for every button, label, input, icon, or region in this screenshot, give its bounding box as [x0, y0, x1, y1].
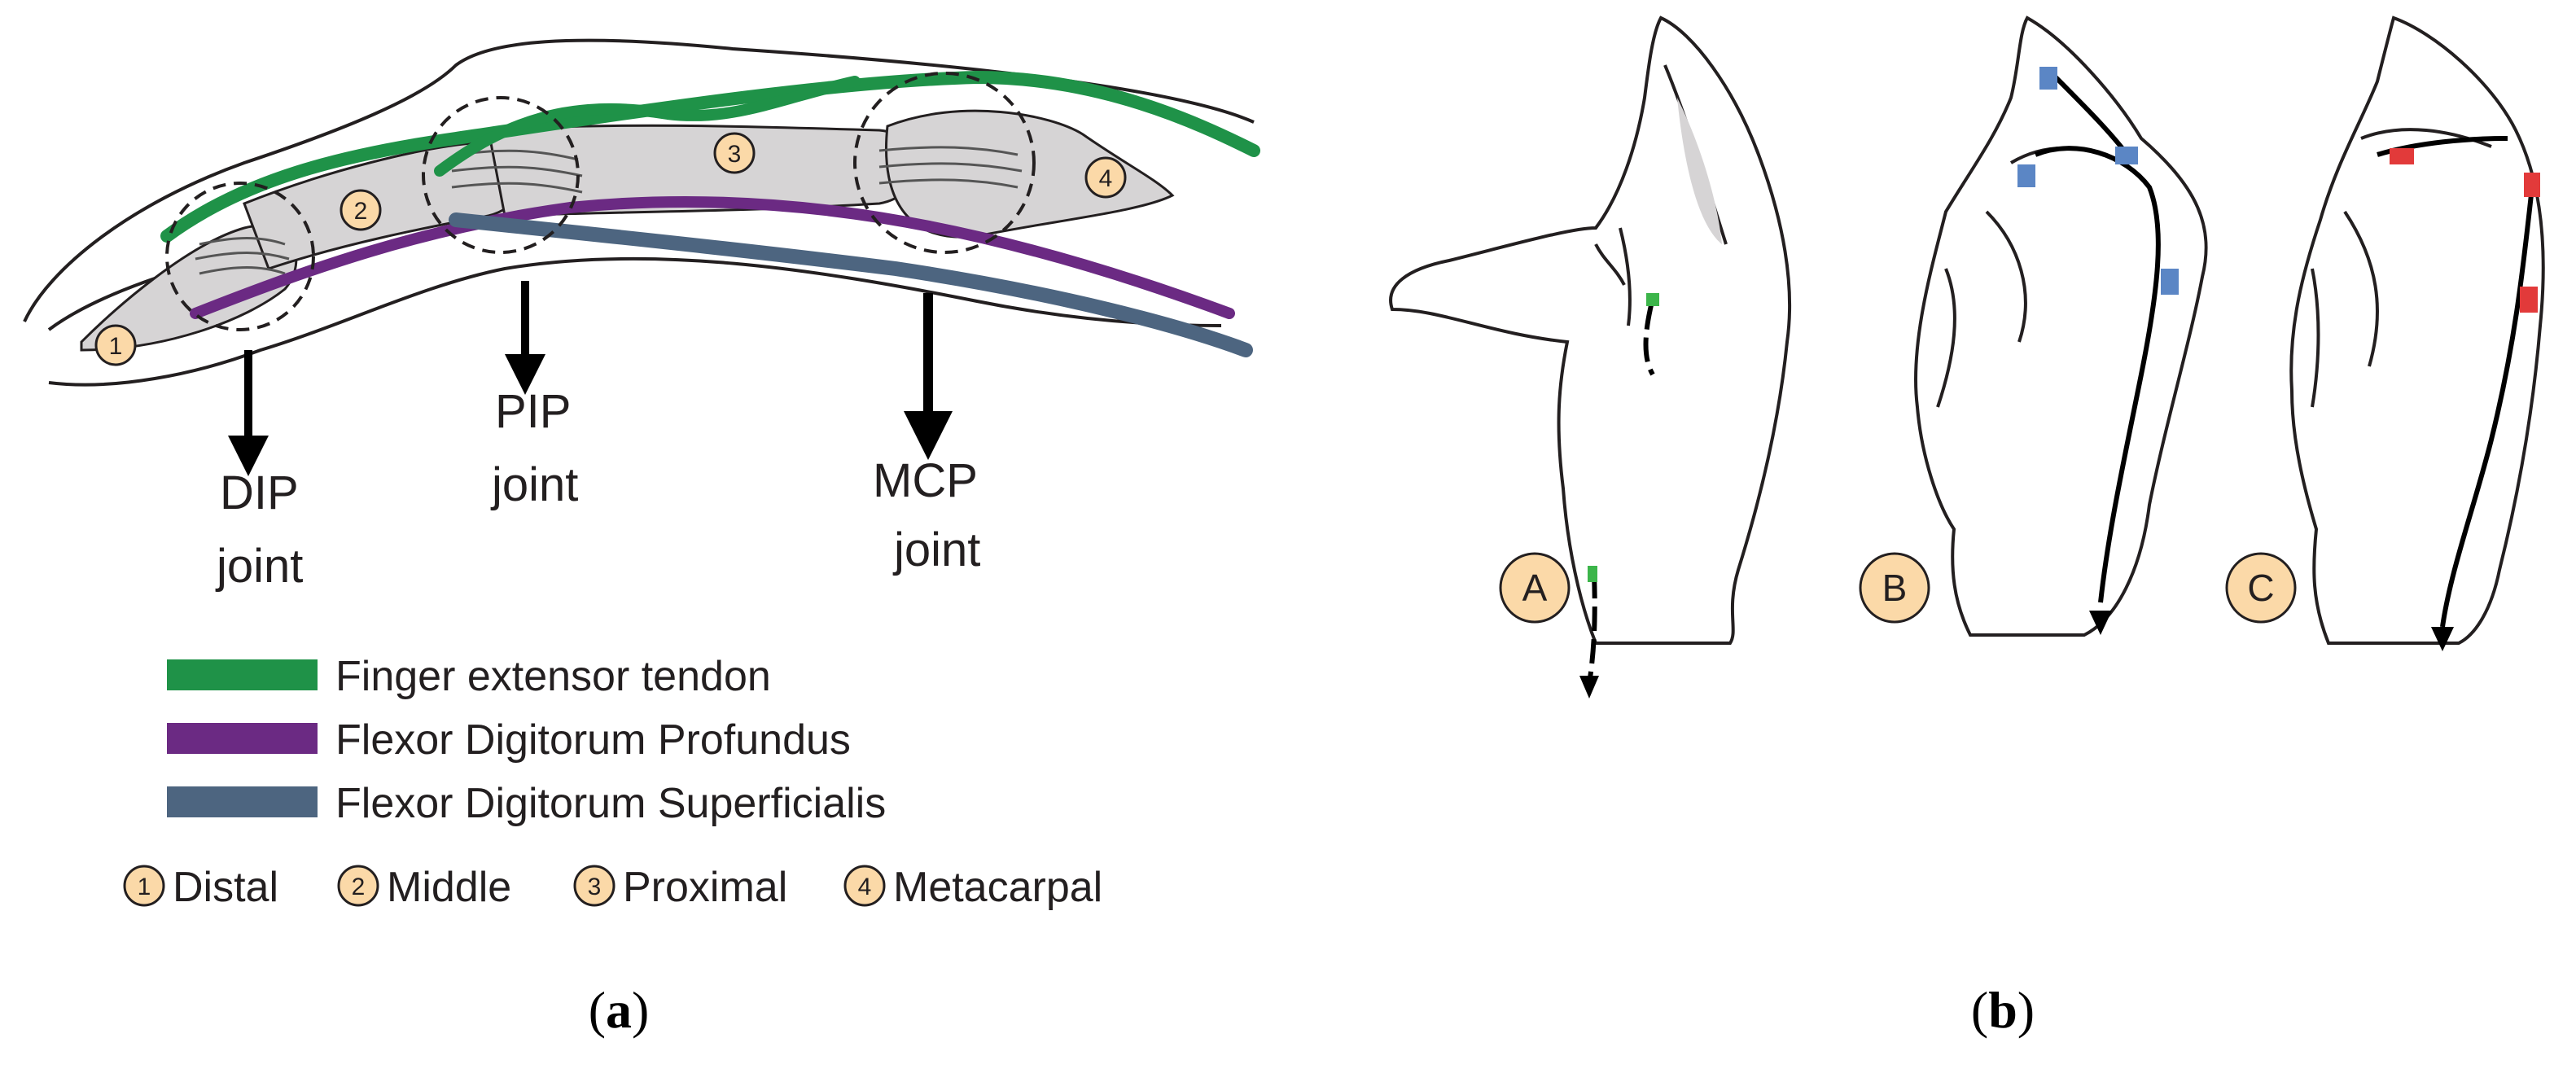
hand-a-outline — [1389, 15, 1792, 645]
bones-legend-num-1: 1 — [138, 874, 151, 900]
hand-c-letter: C — [2247, 567, 2274, 609]
hand-a-sensor-top — [1646, 293, 1659, 306]
mcp-joint-label-line2: joint — [892, 523, 980, 576]
bones-legend-label-metacarpal: Metacarpal — [893, 864, 1102, 911]
pip-joint-label-line2: joint — [490, 458, 578, 511]
dip-joint-label-line2: joint — [215, 540, 303, 593]
hand-a-sensor-wire — [1587, 304, 1655, 685]
hand-c-outline — [2289, 15, 2545, 645]
panel-b-caption-close: ) — [2017, 981, 2035, 1039]
legend-swatch-extensor — [167, 659, 318, 690]
tendon-legend: Finger extensor tendon Flexor Digitorum … — [167, 653, 886, 827]
pip-joint-circle — [422, 96, 580, 254]
bones-legend-label-proximal: Proximal — [623, 864, 787, 911]
mcp-joint-label-line1: MCP — [873, 454, 978, 507]
bone-marker-2-text: 2 — [354, 198, 368, 225]
hand-c-sensor-3 — [2520, 287, 2538, 313]
legend-label-extensor: Finger extensor tendon — [335, 653, 771, 700]
finger-anatomy-diagram: 1 2 3 4 DIP joint PIP joint MCP joint — [23, 38, 1260, 593]
panel-b-caption-open: ( — [1971, 981, 1988, 1039]
hand-b-arrow — [2089, 611, 2112, 635]
hand-c: C — [2225, 15, 2545, 651]
panel-a-caption-open: ( — [589, 981, 606, 1039]
mcp-joint-circle — [853, 72, 1036, 254]
bone-marker-1-text: 1 — [109, 333, 123, 360]
hand-b-sensor-1 — [2039, 67, 2057, 90]
bone-marker-3-text: 3 — [728, 141, 742, 168]
bones-legend-num-2: 2 — [352, 874, 366, 900]
metacarpal-bone — [885, 109, 1175, 239]
hand-b-outline — [1914, 15, 2208, 637]
panel-a-caption-letter: a — [606, 981, 632, 1039]
panel-b-caption: (b) — [1971, 981, 2035, 1039]
extensor-tendon — [160, 70, 1260, 243]
bone-marker-2: 2 — [340, 189, 382, 231]
legend-swatch-superficialis — [167, 786, 318, 817]
bones-legend-num-3: 3 — [588, 874, 602, 900]
panel-b-caption-letter: b — [1988, 981, 2017, 1039]
hand-b: B — [1859, 15, 2208, 637]
hand-a-arrow — [1579, 676, 1599, 699]
extensor-tendon-branch — [434, 76, 861, 177]
flexor-digitorum-superficialis-tendon — [449, 212, 1253, 357]
bone-marker-4: 4 — [1084, 156, 1127, 199]
hand-a-shadow — [1677, 98, 1722, 244]
hand-b-sensor-3 — [2115, 147, 2138, 164]
hand-a-sensor-bottom — [1588, 566, 1597, 582]
hand-c-sensor-1 — [2390, 148, 2414, 164]
hand-c-sensor-2 — [2524, 173, 2540, 197]
dip-joint-circle — [165, 182, 315, 331]
hand-a: A — [1389, 15, 1792, 699]
bones-legend-num-4: 4 — [858, 874, 872, 900]
hand-a-letter: A — [1522, 567, 1548, 609]
hand-b-letter: B — [1882, 567, 1908, 609]
bones-legend-label-middle: Middle — [387, 864, 511, 911]
legend-label-superficialis: Flexor Digitorum Superficialis — [335, 780, 886, 827]
bone-marker-3: 3 — [713, 132, 756, 174]
legend-swatch-profundus — [167, 723, 318, 754]
legend-label-profundus: Flexor Digitorum Profundus — [335, 716, 851, 764]
panel-a-caption-close: ) — [632, 981, 649, 1039]
hand-b-sensor-4 — [2161, 269, 2179, 295]
hand-b-sensor-2 — [2017, 164, 2035, 187]
hand-c-arrow — [2431, 627, 2454, 651]
flexor-digitorum-profundus-tendon — [190, 195, 1235, 319]
bone-marker-1: 1 — [94, 324, 137, 366]
dip-joint-label-line1: DIP — [220, 466, 299, 519]
bones-legend: 1 Distal 2 Middle 3 Proximal 4 Metacarpa… — [123, 864, 1102, 911]
bones-legend-label-distal: Distal — [173, 864, 278, 911]
bone-marker-4-text: 4 — [1099, 165, 1113, 192]
panel-a-caption: (a) — [589, 981, 650, 1039]
pip-joint-label-line1: PIP — [495, 385, 572, 438]
